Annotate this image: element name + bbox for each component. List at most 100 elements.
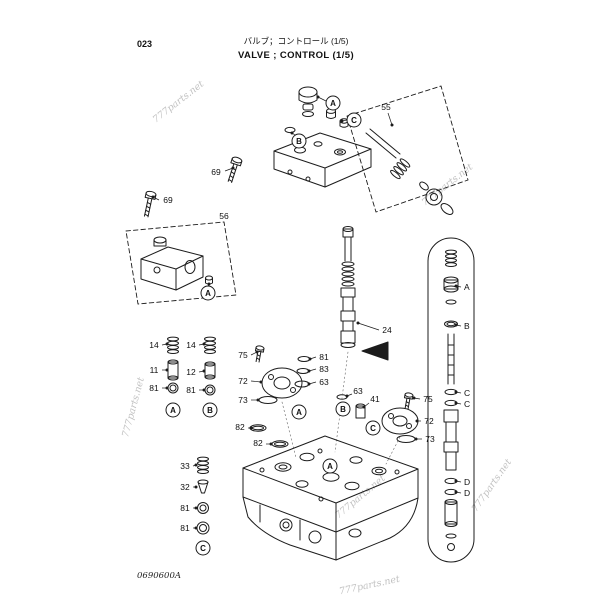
leader-dot <box>249 426 253 430</box>
leader-line <box>250 380 262 383</box>
page-number: 023 <box>137 39 152 49</box>
part-number-81: 81 <box>186 385 196 395</box>
part-number-63: 63 <box>353 386 363 396</box>
leader-dot <box>415 419 419 423</box>
leader-line <box>387 112 393 126</box>
part-number-72: 72 <box>238 376 248 386</box>
spool-12 <box>204 361 216 380</box>
watermark: 777parts.net <box>120 376 147 439</box>
valve-sub-assembly-56 <box>125 221 237 305</box>
leader-dot <box>202 342 206 346</box>
svg-text:A: A <box>330 99 336 108</box>
svg-text:B: B <box>296 137 302 146</box>
part-number-56: 56 <box>219 211 229 221</box>
watermark: 777parts.net <box>420 162 476 209</box>
leader-dot <box>255 350 259 354</box>
detail-letter-C: C <box>464 388 470 398</box>
spring-33 <box>197 456 209 474</box>
cover-72-left <box>261 367 303 399</box>
part-number-32: 32 <box>180 482 190 492</box>
svg-text:C: C <box>370 424 376 433</box>
part-number-81: 81 <box>180 523 190 533</box>
part-number-14: 14 <box>186 340 196 350</box>
svg-text:B: B <box>207 406 213 415</box>
oring-81-check-upper <box>197 502 209 514</box>
leader-dot <box>454 323 458 327</box>
spring-14-right <box>204 336 216 354</box>
part-number-81: 81 <box>319 352 329 362</box>
page-title-japanese: バルブ；コントロール (1/5) <box>244 36 349 46</box>
leader-dot <box>165 342 169 346</box>
part-number-14: 14 <box>149 340 159 350</box>
section-marker-A: A <box>291 404 307 420</box>
part-number-11: 11 <box>150 365 159 375</box>
part-number-33: 33 <box>180 461 190 471</box>
leader-dot <box>316 95 320 99</box>
svg-text:B: B <box>340 405 346 414</box>
spool-11 <box>167 359 179 381</box>
leader-dot <box>340 119 344 123</box>
leader-dot <box>414 437 418 441</box>
leader-dot <box>269 442 273 446</box>
part-number-41: 41 <box>370 394 380 404</box>
insertion-arrow <box>361 341 389 361</box>
leader-dot <box>256 398 260 402</box>
detail-letter-D: D <box>464 488 470 498</box>
part-number-73: 73 <box>425 434 435 444</box>
svg-text:A: A <box>327 462 333 471</box>
oring-81-right <box>204 384 216 396</box>
leader-dot <box>202 388 206 392</box>
watermark: 777parts.net <box>151 79 207 126</box>
part-number-75: 75 <box>423 394 433 404</box>
leader-dot <box>454 390 458 394</box>
section-marker-B: B <box>291 133 307 149</box>
oring-81-left <box>167 382 179 394</box>
leader-dot <box>308 357 312 361</box>
leader-dot <box>231 166 235 170</box>
svg-text:A: A <box>205 289 211 298</box>
part-number-75: 75 <box>238 350 248 360</box>
oring-73-right <box>396 435 416 443</box>
leader-dot <box>356 321 360 325</box>
part-number-24: 24 <box>382 325 392 335</box>
part-number-82: 82 <box>235 422 245 432</box>
footer: 0690600A <box>137 571 181 581</box>
svg-text:C: C <box>351 116 357 125</box>
bolt-75-left <box>253 344 265 363</box>
leader-dot <box>454 284 458 288</box>
artwork-layer <box>125 85 475 563</box>
leader-dot <box>307 382 311 386</box>
leader-dot <box>454 479 458 483</box>
leader-dot <box>207 282 211 286</box>
watermark-layer: 777parts.net 777parts.net 777parts.net 777p… <box>120 79 514 598</box>
page-title-english: VALVE ; CONTROL (1/5) <box>238 50 354 61</box>
section-marker-A: A <box>165 402 181 418</box>
bolt-75-right <box>402 391 414 410</box>
detail-letter-A: A <box>464 282 470 292</box>
main-valve-body <box>242 435 419 561</box>
section-marker-C: C <box>195 540 211 556</box>
detail-letter-D: D <box>464 477 470 487</box>
watermark: 777parts.net <box>338 574 401 598</box>
detail-letter-C: C <box>464 399 470 409</box>
spool-24 <box>340 226 356 348</box>
leader-dot <box>165 368 169 372</box>
leader-dot <box>194 506 198 510</box>
leader-dot <box>202 369 206 373</box>
leader-dot <box>412 396 416 400</box>
svg-text:A: A <box>170 406 176 415</box>
leader-dot <box>194 485 198 489</box>
leader-dot <box>194 463 198 467</box>
leader-dot <box>259 380 263 384</box>
section-marker-A: A <box>200 285 216 301</box>
oring-73-left <box>258 396 278 404</box>
part-number-63: 63 <box>319 377 329 387</box>
section-marker-C: C <box>346 112 362 128</box>
header: 023 バルブ；コントロール (1/5) VALVE ; CONTROL (1/… <box>137 36 354 61</box>
svg-text:A: A <box>296 408 302 417</box>
detail-letter-B: B <box>464 321 470 331</box>
leader-dot <box>454 490 458 494</box>
